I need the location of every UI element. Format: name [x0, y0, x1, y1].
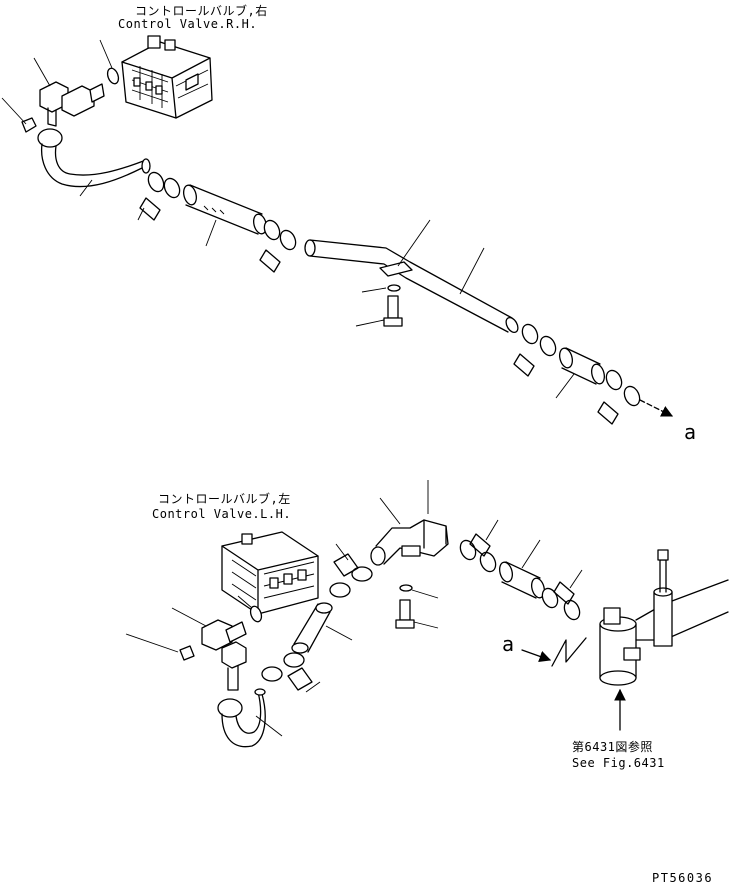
hose-rh-3 — [559, 347, 605, 385]
washer-lh — [399, 584, 439, 599]
bolt-rh — [355, 295, 403, 327]
leader-line — [125, 633, 179, 653]
control-valve-rh — [121, 35, 213, 119]
leader-line — [555, 373, 575, 399]
tube-rh — [304, 239, 519, 334]
hose-rh-2 — [183, 184, 267, 235]
leader-line — [237, 595, 253, 609]
plug-lh — [179, 645, 195, 661]
leader-line — [335, 543, 349, 561]
washer-rh — [361, 284, 401, 293]
arrow-to-a — [639, 399, 674, 417]
leader-line — [521, 539, 541, 569]
hose-lh-3 — [499, 561, 545, 599]
connector-a-bottom-label: a — [502, 632, 515, 656]
reference-label-jp: 第6431図参照 — [572, 740, 653, 754]
leader-line — [459, 247, 485, 295]
clamp-pair-lh-4 — [541, 581, 581, 621]
leader-line — [255, 715, 283, 737]
leader-line — [569, 569, 583, 589]
control-valve-lh — [221, 531, 319, 615]
bolt-lh — [395, 599, 439, 629]
clamp-pair-rh-1 — [139, 171, 181, 221]
clamp-pair-rh-4 — [597, 369, 641, 425]
o-ring-rh — [106, 67, 120, 85]
elbow-fitting-lh — [201, 619, 247, 691]
rh-valve-label-jp: コントロールバルブ,右 — [135, 4, 268, 18]
clamp-pair-lh-1 — [261, 652, 313, 691]
reference-label-en: See Fig.6431 — [572, 756, 665, 770]
leader-line — [379, 497, 401, 525]
leader-line — [305, 681, 321, 693]
plug-rh — [21, 117, 37, 133]
elbow-fitting-rh — [39, 81, 105, 127]
leader-line — [325, 625, 353, 641]
break-line — [551, 637, 587, 667]
leader-line — [171, 607, 207, 627]
lh-valve-label-en: Control Valve.L.H. — [152, 507, 292, 521]
hose-lh-2 — [291, 602, 333, 654]
hose-lh-1 — [217, 688, 266, 748]
clamp-pair-rh-3 — [513, 323, 557, 377]
leader-line — [485, 519, 499, 541]
arrow-from-a — [521, 649, 552, 662]
clamp-pair-lh-3 — [459, 533, 497, 573]
filter-assembly — [599, 549, 729, 686]
lh-valve-label-jp: コントロールバルブ,左 — [158, 492, 291, 506]
leader-line — [137, 207, 145, 221]
leader-line — [79, 179, 93, 197]
rh-valve-label-en: Control Valve.R.H. — [118, 17, 258, 31]
leader-line — [1, 97, 27, 125]
o-ring-lh — [249, 605, 263, 623]
leader-line — [99, 39, 113, 69]
connector-a-top-label: a — [684, 420, 697, 444]
leader-line — [397, 219, 431, 267]
clamp-pair-lh-2 — [329, 553, 373, 598]
leader-line — [205, 219, 217, 247]
elbow-tube-lh — [370, 519, 449, 566]
leader-line — [33, 57, 51, 87]
clamp-pair-rh-2 — [259, 219, 297, 273]
hose-rh-1 — [37, 128, 151, 188]
figure-id-label: PT56036 — [652, 871, 714, 885]
